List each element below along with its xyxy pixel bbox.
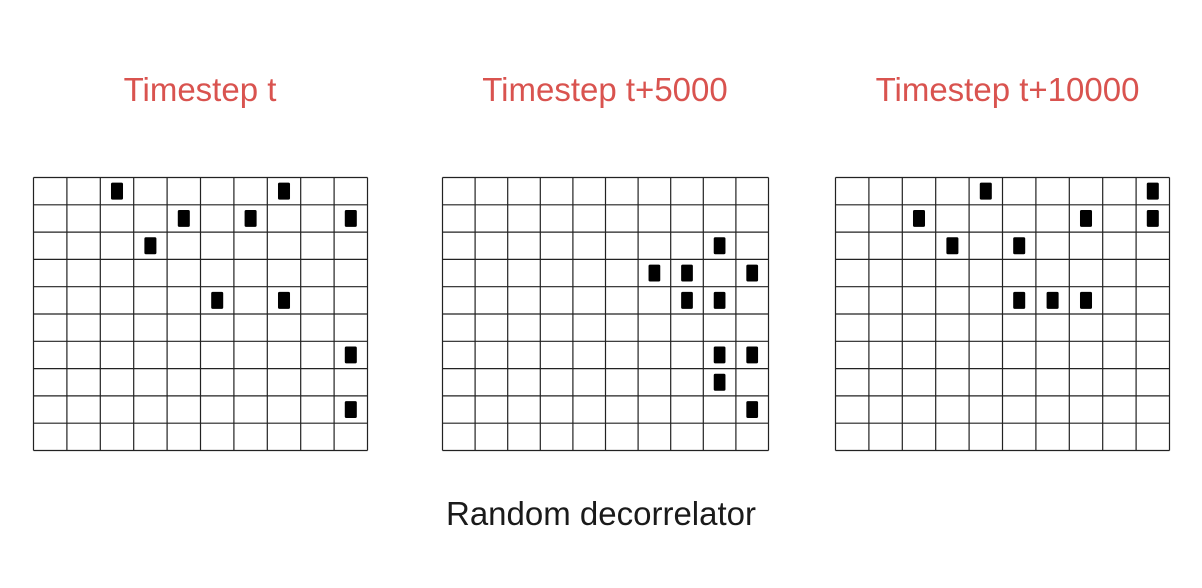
filled-cell — [979, 182, 992, 200]
caption: Random decorrelator — [446, 495, 756, 532]
filled-cell — [1013, 237, 1026, 255]
filled-cell — [110, 182, 124, 200]
filled-cell — [912, 209, 926, 227]
grid-lines — [32, 176, 369, 452]
filled-cell — [681, 264, 693, 282]
filled-cells — [912, 182, 1159, 309]
filled-cell — [177, 209, 190, 227]
filled-cell — [344, 346, 357, 364]
filled-cells — [648, 237, 759, 419]
filled-cell — [746, 401, 759, 419]
filled-cell — [1079, 291, 1093, 309]
filled-cell — [713, 237, 726, 255]
panel-title-t-plus-5000: Timestep t+5000 — [482, 71, 728, 108]
filled-cell — [277, 182, 291, 200]
filled-cell — [1079, 209, 1093, 227]
filled-cell — [713, 373, 726, 391]
filled-cell — [1046, 291, 1059, 309]
filled-cell — [648, 264, 661, 282]
filled-cell — [211, 291, 224, 309]
filled-cell — [1146, 209, 1159, 227]
panel-title-t-plus-10000: Timestep t+10000 — [875, 71, 1140, 108]
filled-cell — [344, 401, 357, 419]
filled-cell — [746, 346, 759, 364]
filled-cell — [946, 237, 959, 255]
filled-cell — [713, 346, 726, 364]
grid-timestep-t-plus-5000 — [441, 176, 770, 452]
panel-title-t: Timestep t — [123, 71, 277, 108]
grid-lines — [834, 176, 1171, 452]
filled-cell — [244, 209, 257, 227]
filled-cell — [713, 291, 726, 309]
filled-cell — [1146, 182, 1159, 200]
filled-cell — [277, 291, 291, 309]
grid-timestep-t-plus-10000 — [834, 176, 1171, 452]
filled-cell — [144, 237, 157, 255]
filled-cell — [344, 209, 357, 227]
grid-timestep-t — [32, 176, 369, 452]
filled-cell — [746, 264, 759, 282]
filled-cell — [681, 291, 693, 309]
grid-lines — [441, 176, 770, 452]
filled-cell — [1013, 291, 1026, 309]
filled-cells — [110, 182, 357, 419]
